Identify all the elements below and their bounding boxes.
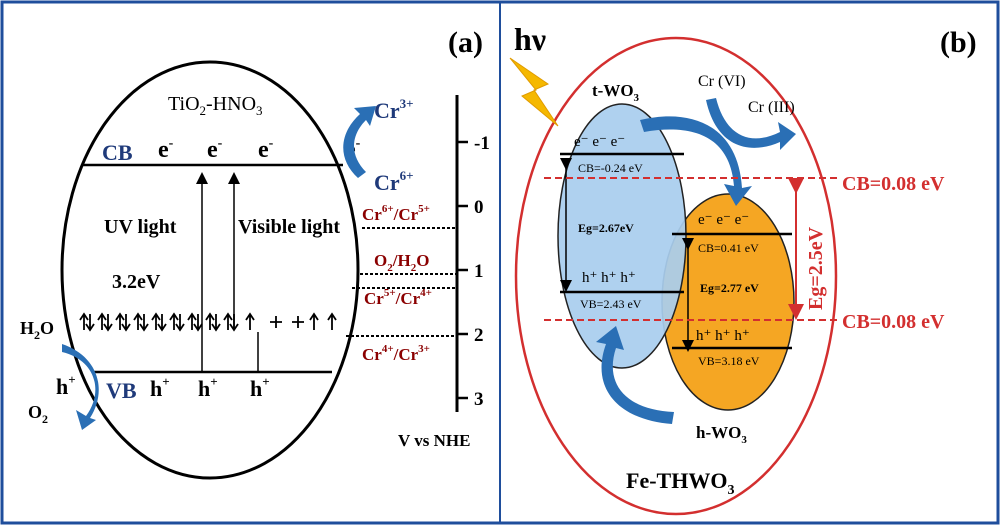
redox-cr6-cr5: Cr6+/Cr5+ xyxy=(362,203,430,224)
redox-o2-h2o: O2/H2O xyxy=(374,251,429,274)
tio2-ellipse xyxy=(60,60,360,480)
cr-vi-label: Cr (VI) xyxy=(698,73,746,90)
h-wo3-vb-value: VB=3.18 eV xyxy=(698,354,760,368)
electron-1: e- xyxy=(158,136,174,163)
hole-2: h+ xyxy=(198,374,218,401)
cb-label: CB xyxy=(102,140,133,165)
t-wo3-holes: h⁺ h⁺ h⁺ xyxy=(582,270,636,286)
h-wo3-holes: h⁺ h⁺ h⁺ xyxy=(696,328,750,344)
h-wo3-label: h-WO3 xyxy=(696,423,747,446)
panel-b-label: (b) xyxy=(940,26,977,59)
cr6-label: Cr6+ xyxy=(374,168,414,195)
combined-eg-label: Eg=2.5eV xyxy=(805,226,827,310)
cr-iii-label: Cr (III) xyxy=(748,99,795,116)
visible-light-label: Visible light xyxy=(238,216,340,238)
electron-3: e- xyxy=(258,136,274,163)
hole-3: h+ xyxy=(250,374,270,401)
t-wo3-vb-value: VB=2.43 eV xyxy=(580,297,642,311)
water-oxidation-arrow xyxy=(62,344,99,430)
uv-light-label: UV light xyxy=(104,216,177,238)
oxygen-label: O2 xyxy=(28,402,48,426)
axis-tick-label: 3 xyxy=(474,389,484,410)
cr3-label: Cr3+ xyxy=(374,96,414,123)
axis-tick-label: 1 xyxy=(474,261,484,282)
electron-transfer-arrow xyxy=(640,116,752,206)
axis-ticks: -1 0 1 2 3 xyxy=(457,133,490,410)
h-wo3-eg: Eg=2.77 eV xyxy=(700,281,759,295)
composite-label: Fe-THWO3 xyxy=(626,468,734,498)
axis-tick-label: -1 xyxy=(474,133,490,154)
panel-b: (b) hν t-WO3 h-WO3 Cr (VI) Cr (III) e⁻ e… xyxy=(509,21,977,516)
water-label: H2O xyxy=(20,318,54,342)
redox-cr4-cr3: Cr4+/Cr3+ xyxy=(362,343,430,364)
t-wo3-eg: Eg=2.67eV xyxy=(578,221,634,235)
vb-label: VB xyxy=(106,378,137,403)
redox-cr5-cr4: Cr5+/Cr4+ xyxy=(364,287,432,308)
electron-2: e- xyxy=(207,136,223,163)
cb-label-top: CB=0.08 eV xyxy=(842,173,945,195)
panel-a: (a) TiO2-HNO3 CB e- e- e- e- VB h+ h+ h+… xyxy=(20,26,490,480)
axis-label: V vs NHE xyxy=(398,431,470,450)
axis-tick-label: 0 xyxy=(474,197,484,218)
defect-states-row xyxy=(79,312,337,332)
cb-label-bottom: CB=0.08 eV xyxy=(842,311,945,333)
composite-ellipse xyxy=(514,36,838,516)
panel-a-label: (a) xyxy=(448,26,483,59)
hole-left: h+ xyxy=(56,372,76,399)
axis-tick-label: 2 xyxy=(474,325,484,346)
cr-reduction-arrow xyxy=(343,106,376,178)
lightning-icon xyxy=(509,57,559,127)
t-wo3-electrons: e⁻ e⁻ e⁻ xyxy=(574,134,625,150)
t-wo3-label: t-WO3 xyxy=(592,81,640,104)
hole-1: h+ xyxy=(150,374,170,401)
tio2-label: TiO2-HNO3 xyxy=(168,93,263,118)
h-wo3-cb-value: CB=0.41 eV xyxy=(698,241,759,255)
light-label: hν xyxy=(514,21,546,57)
cr-reduction-arrow-b xyxy=(706,98,796,150)
band-gap-label: 3.2eV xyxy=(112,271,161,293)
t-wo3-ellipse xyxy=(557,103,687,369)
hole-transfer-arrow xyxy=(596,326,674,424)
t-wo3-cb-value: CB=-0.24 eV xyxy=(578,161,643,175)
h-wo3-electrons: e⁻ e⁻ e⁻ xyxy=(698,212,749,228)
